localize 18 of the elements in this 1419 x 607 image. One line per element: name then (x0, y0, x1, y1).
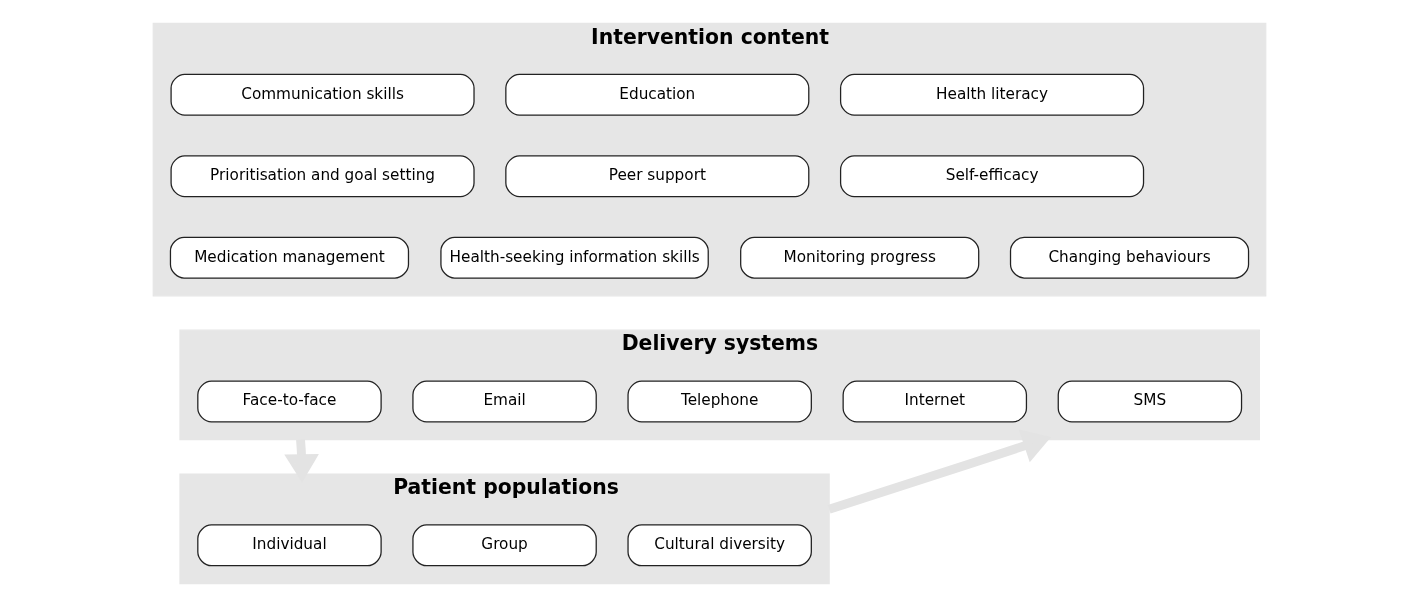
node-box: Internet (842, 380, 1028, 423)
node-box: Education (505, 73, 810, 116)
node-box: Group (412, 524, 597, 567)
node-box: Health literacy (839, 73, 1145, 116)
node-box: Cultural diversity (627, 524, 812, 567)
node-box: Medication management (169, 236, 410, 279)
node-box: Communication skills (170, 73, 475, 116)
node-box: Changing behaviours (1009, 236, 1250, 279)
node-box: Health-seeking information skills (440, 236, 709, 279)
node-box: Self-efficacy (839, 155, 1145, 198)
node-box: SMS (1057, 380, 1243, 423)
node-box: Monitoring progress (740, 236, 980, 279)
node-box: Email (412, 380, 597, 423)
node-box: Telephone (627, 380, 812, 423)
node-box: Peer support (505, 155, 810, 198)
node-box: Prioritisation and goal setting (170, 155, 475, 198)
node-box: Face-to-face (197, 380, 382, 423)
node-box: Individual (197, 524, 382, 567)
